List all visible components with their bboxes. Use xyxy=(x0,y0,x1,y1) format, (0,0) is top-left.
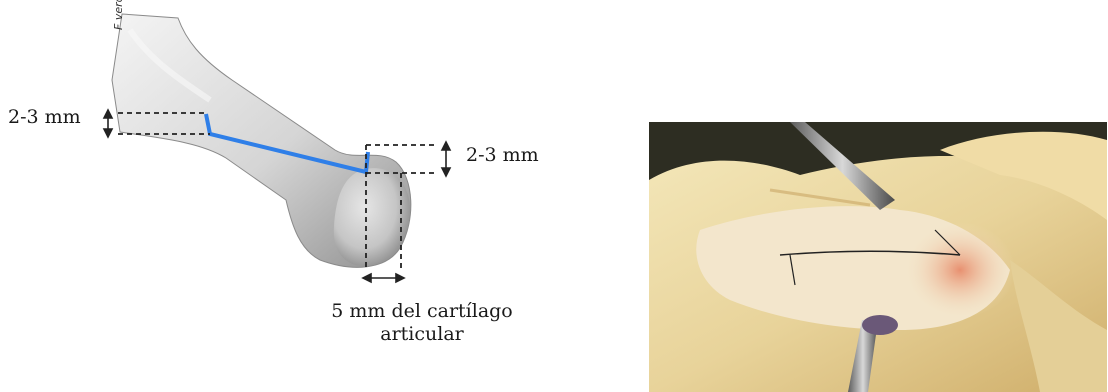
cartilage-distance-label: 5 mm del cartílago articular xyxy=(302,300,542,346)
artist-signature: F verona xyxy=(112,0,125,30)
surgical-photo xyxy=(649,122,1107,392)
left-height-label: 2-3 mm xyxy=(8,106,81,128)
cartilage-label-line2: articular xyxy=(302,323,542,346)
right-height-label: 2-3 mm xyxy=(466,144,539,166)
cartilage-label-line1: 5 mm del cartílago xyxy=(302,300,542,323)
